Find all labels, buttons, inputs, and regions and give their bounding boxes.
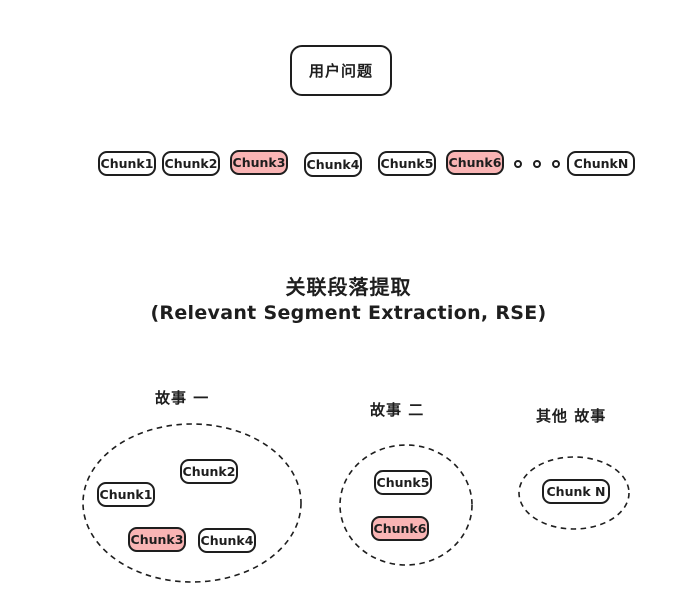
user-question-box: 用户问题 (290, 45, 392, 96)
chunk-box-2: Chunk2 (162, 151, 220, 176)
group3-chunk-n: Chunk N (542, 479, 610, 504)
ellipsis-dots-icon (514, 160, 560, 168)
story-one-ellipse (82, 423, 302, 583)
section-title: 关联段落提取 (Relevant Segment Extraction, RSE… (0, 274, 697, 327)
chunk-box-n: ChunkN (567, 151, 635, 176)
group2-chunk-6-highlighted: Chunk6 (371, 516, 429, 541)
dot-icon (552, 160, 560, 168)
group1-chunk-1: Chunk1 (97, 482, 155, 507)
group1-chunk-4: Chunk4 (198, 528, 256, 553)
other-stories-label: 其他 故事 (536, 407, 607, 425)
section-title-en: (Relevant Segment Extraction, RSE) (150, 302, 547, 324)
group1-chunk-2: Chunk2 (180, 459, 238, 484)
dot-icon (514, 160, 522, 168)
story-two-ellipse (339, 444, 473, 566)
chunk-box-3-highlighted: Chunk3 (230, 150, 288, 175)
chunk-box-5: Chunk5 (378, 151, 436, 176)
group1-chunk-3-highlighted: Chunk3 (128, 527, 186, 552)
user-question-label: 用户问题 (308, 62, 373, 80)
chunk-box-6-highlighted: Chunk6 (446, 150, 504, 175)
dot-icon (533, 160, 541, 168)
chunk-box-4: Chunk4 (304, 152, 362, 177)
section-title-zh: 关联段落提取 (285, 275, 412, 299)
story-one-label: 故事 一 (155, 389, 210, 407)
chunk-box-1: Chunk1 (98, 151, 156, 176)
group2-chunk-5: Chunk5 (374, 470, 432, 495)
other-stories-ellipse (518, 456, 630, 530)
story-two-label: 故事 二 (370, 401, 425, 419)
